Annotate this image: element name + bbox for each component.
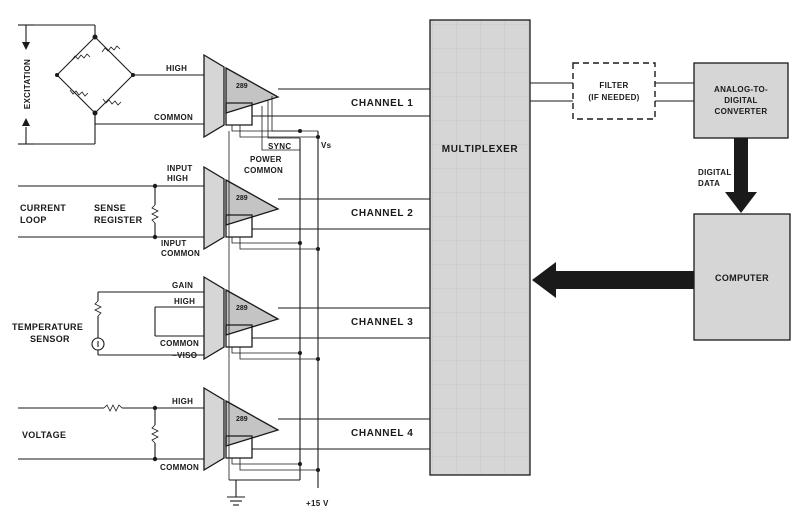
control-arrow (532, 262, 694, 298)
channel-1-label: CHANNEL 1 (351, 98, 413, 109)
filter-label-line1: FILTER (599, 81, 628, 90)
input-common-label-line1: INPUT (161, 239, 187, 248)
gain-label: GAIN (172, 281, 193, 290)
isolation-barrier-3 (225, 324, 253, 348)
adc-label-line1: ANALOG-TO- (714, 85, 768, 94)
voltage-common-label: COMMON (160, 463, 199, 472)
amplifier-input-stage-1 (203, 53, 225, 139)
isolation-amplifiers: 289 289 289 289 (203, 53, 430, 480)
chip-number-4: 289 (236, 416, 248, 423)
temperature-sensor-label-line1: TEMPERATURE (12, 322, 83, 332)
digital-data-arrow: DIGITAL DATA (698, 138, 757, 213)
current-loop-label-line2: LOOP (20, 215, 47, 225)
temperature-sensor-label-line2: SENSOR (30, 334, 70, 344)
adc-block: ANALOG-TO- DIGITAL CONVERTER (693, 62, 789, 139)
current-loop-input: CURRENT LOOP SENSE REGISTER INPUT HIGH I… (18, 164, 208, 258)
sense-register-label-line2: REGISTER (94, 215, 143, 225)
filter-block: FILTER (IF NEEDED) (572, 62, 656, 120)
isolation-amplifier-channel-4: 289 (203, 386, 430, 472)
chip-number-2: 289 (236, 195, 248, 202)
voltage-input: VOLTAGE HIGH COMMON (18, 397, 208, 472)
current-loop-label-line1: CURRENT (20, 203, 66, 213)
computer-label: COMPUTER (715, 273, 769, 283)
excitation-label: EXCITATION (23, 59, 32, 109)
isolation-amplifier-channel-1: 289 (203, 53, 430, 139)
input-high-label-line1: INPUT (167, 164, 193, 173)
power-common-label: COMMON (244, 166, 283, 175)
multiplexer-label: MULTIPLEXER (442, 144, 519, 155)
sync-power-labels: SYNC Vs POWER COMMON (244, 141, 332, 175)
bridge-common-label: COMMON (154, 113, 193, 122)
amplifier-input-stage-4 (203, 386, 225, 472)
temperature-sensor-input: GAIN HIGH COMMON −VISO TEMPERATURE SENSO… (12, 281, 208, 360)
temp-common-label: COMMON (160, 339, 199, 348)
temp-high-label: HIGH (174, 297, 195, 306)
digital-data-label-line2: DATA (698, 179, 720, 188)
excitation-bracket: EXCITATION (18, 24, 34, 145)
chip-number-3: 289 (236, 305, 248, 312)
plus-15v-label: +15 V (306, 499, 329, 508)
amplifier-input-stage-2 (203, 165, 225, 251)
channel-4-label: CHANNEL 4 (351, 428, 413, 439)
isolation-amplifier-channel-3: 289 (203, 275, 430, 361)
minus-viso-label: −VISO (172, 351, 197, 360)
computer-block: COMPUTER (693, 213, 791, 341)
power-label: POWER (250, 155, 282, 164)
isolation-amplifier-channel-2: 289 (203, 165, 430, 251)
isolation-barrier-2 (225, 214, 253, 238)
power-bus: +15 V (227, 131, 329, 508)
sync-label: SYNC (268, 142, 291, 151)
input-common-label-line2: COMMON (161, 249, 200, 258)
adc-label-line2: DIGITAL (724, 96, 758, 105)
channel-2-label: CHANNEL 2 (351, 208, 413, 219)
voltage-label: VOLTAGE (22, 430, 66, 440)
voltage-high-label: HIGH (172, 397, 193, 406)
channel-3-label: CHANNEL 3 (351, 317, 413, 328)
filter-label-line2: (IF NEEDED) (588, 93, 639, 102)
digital-data-label-line1: DIGITAL (698, 168, 732, 177)
vs-label: Vs (321, 141, 332, 150)
input-high-label-line2: HIGH (167, 174, 188, 183)
strain-gauge-bridge: HIGH COMMON (34, 24, 208, 145)
chip-number-1: 289 (236, 83, 248, 90)
sense-register-label-line1: SENSE (94, 203, 126, 213)
mux-filter-adc-links (530, 82, 694, 102)
bridge-high-label: HIGH (166, 64, 187, 73)
isolation-barrier-1 (225, 102, 253, 126)
isolation-barrier-4 (225, 435, 253, 459)
multiplexer-block: MULTIPLEXER (429, 19, 531, 476)
adc-label-line3: CONVERTER (715, 107, 768, 116)
amplifier-input-stage-3 (203, 275, 225, 361)
